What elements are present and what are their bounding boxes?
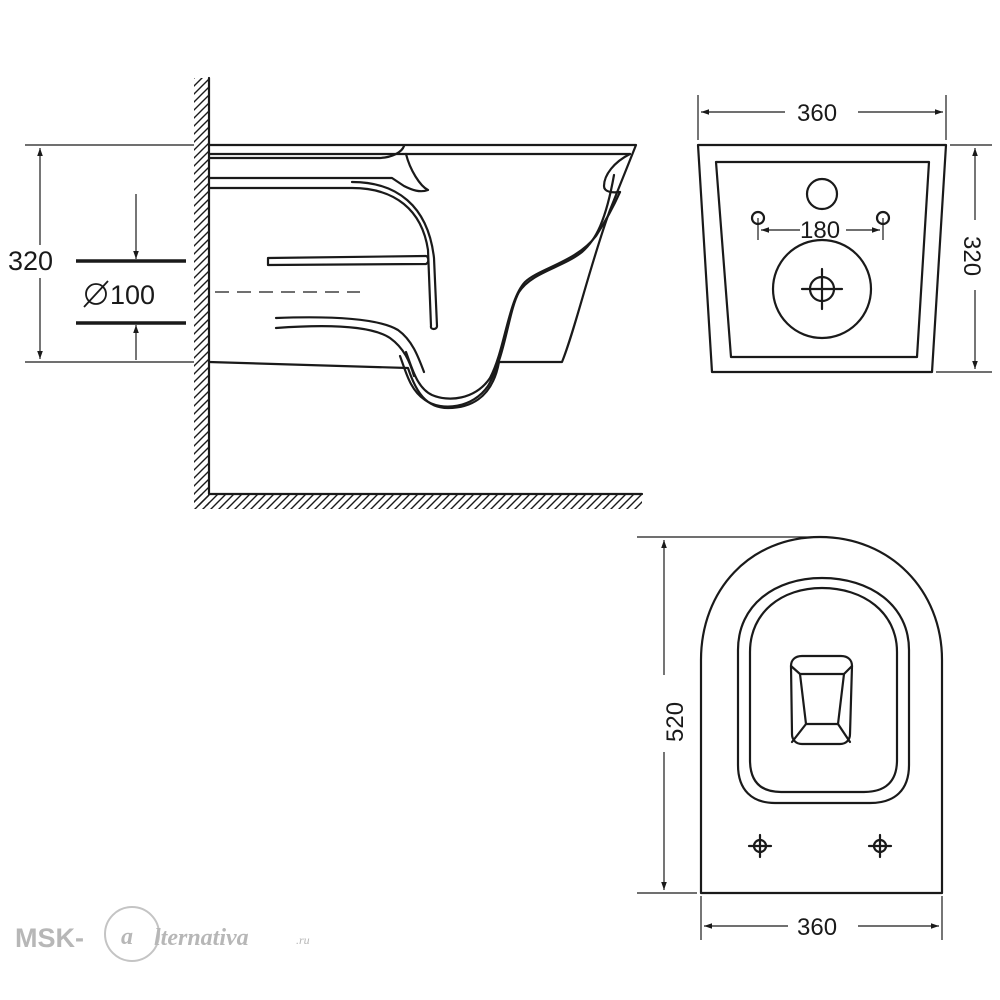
watermark-domain: .ru — [296, 933, 310, 947]
diameter-symbol-icon — [83, 280, 109, 308]
top-view: 520 360 — [637, 535, 944, 941]
watermark-emblem-letter: a — [121, 924, 133, 950]
top-rim — [736, 576, 911, 805]
front-outline — [696, 143, 948, 374]
top-width-dimension: 360 — [700, 896, 943, 941]
pipe-diameter-label: 100 — [110, 280, 155, 310]
crosshair-icon — [800, 267, 844, 311]
wall-and-floor — [194, 76, 644, 509]
side-bowl-outline — [207, 143, 638, 410]
top-width-label: 360 — [797, 914, 837, 941]
watermark-suffix: lternativa — [154, 925, 249, 951]
crosshair-icon — [867, 833, 893, 859]
side-height-label: 320 — [8, 246, 53, 276]
bolt-spacing-dimension: 180 — [757, 217, 884, 244]
bolt-spacing-label: 180 — [800, 217, 840, 244]
water-inlet-hole — [805, 177, 839, 211]
watermark-prefix: MSK- — [15, 923, 84, 953]
pipe-diameter-dimension: 100 — [76, 194, 186, 360]
side-view: 320 100 — [8, 76, 644, 509]
outlet-flange — [771, 238, 873, 340]
top-outlet — [789, 654, 854, 746]
front-inner-outline — [714, 160, 931, 359]
top-length-dimension: 520 — [637, 536, 812, 894]
side-height-dimension: 320 — [8, 144, 194, 363]
at-sign-icon: a — [104, 906, 160, 962]
crosshair-icon — [747, 833, 773, 859]
front-height-dimension: 320 — [936, 144, 992, 373]
top-length-label: 520 — [662, 702, 689, 742]
front-height-label: 320 — [958, 236, 985, 276]
top-bowl-inner — [748, 586, 899, 794]
front-width-dimension: 360 — [697, 95, 947, 140]
front-width-label: 360 — [797, 100, 837, 127]
top-outline — [699, 535, 944, 895]
front-view: 180 360 320 — [696, 95, 992, 374]
watermark-logo: MSK- a lternativa .ru — [15, 906, 310, 962]
